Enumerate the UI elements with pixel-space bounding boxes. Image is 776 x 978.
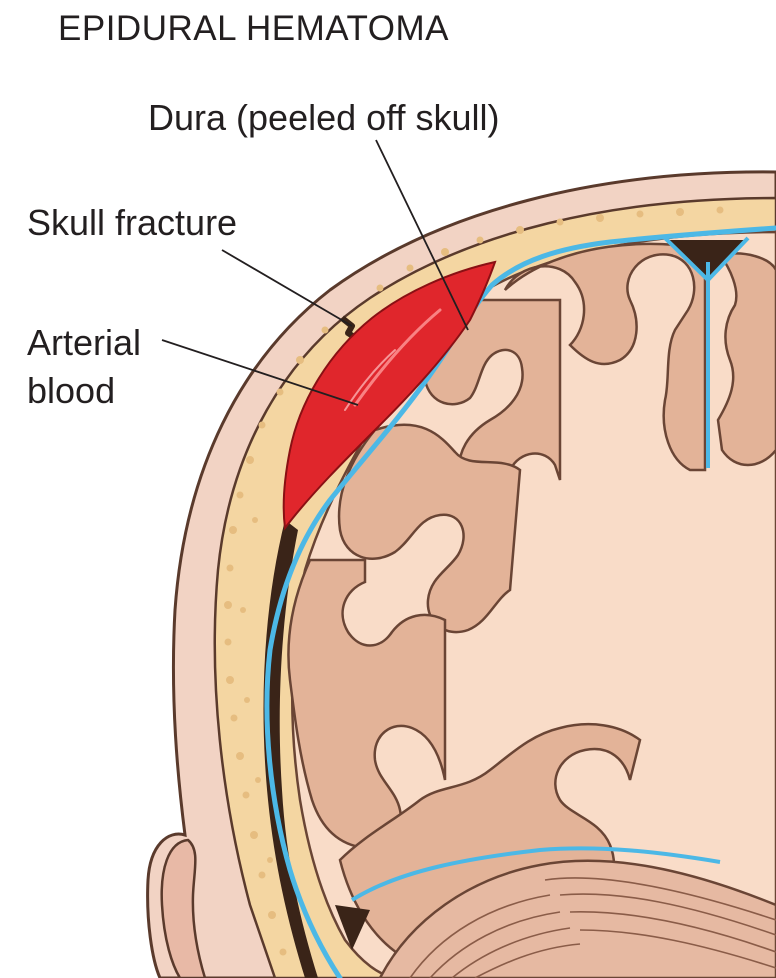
label-arterial-blood-line2: blood <box>27 373 115 409</box>
label-skull-fracture: Skull fracture <box>27 205 237 241</box>
label-dura: Dura (peeled off skull) <box>148 100 500 136</box>
diagram-title: EPIDURAL HEMATOMA <box>58 11 449 46</box>
label-arterial-blood-line1: Arterial <box>27 325 141 361</box>
